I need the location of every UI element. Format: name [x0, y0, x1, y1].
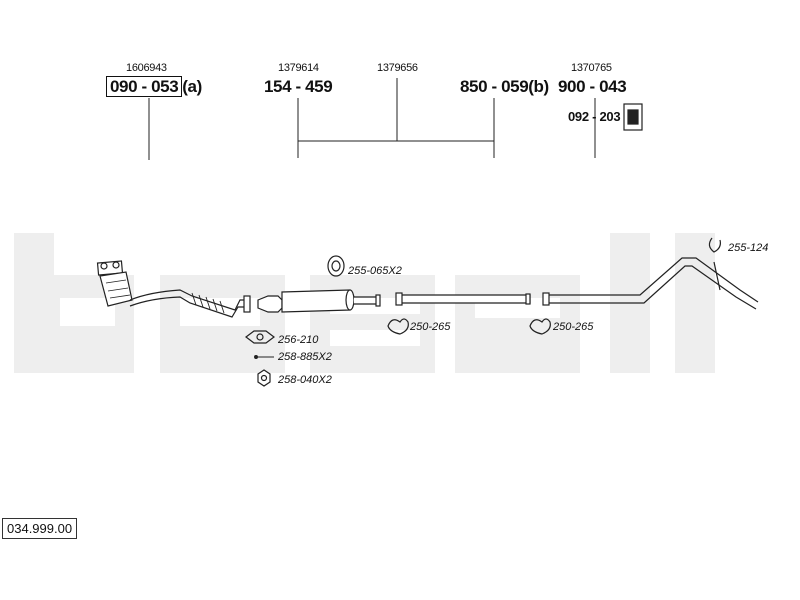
ref-number: 1379614 [278, 62, 319, 74]
middle-silencer [257, 289, 381, 313]
small-part-label: 255-065X2 [348, 265, 402, 277]
small-part-label: 258-885X2 [278, 351, 332, 363]
hanger-ring-icon [708, 237, 721, 291]
catalytic-converter [96, 260, 133, 307]
small-part-label: 258-040X2 [278, 374, 332, 386]
bolt-icon [254, 355, 274, 359]
clamp-icon [387, 318, 409, 335]
part-number: 090 - 053(a) [106, 76, 202, 97]
front-pipe [129, 289, 251, 318]
clamp-icon [529, 318, 551, 335]
small-part-label: 250-265 [553, 321, 594, 333]
ref-number: 1606943 [126, 62, 167, 74]
rubber-hanger-icon [327, 255, 345, 277]
intermediate-pipe [395, 292, 531, 306]
gasket-icon [245, 330, 275, 344]
nut-icon [257, 369, 271, 387]
ref-number: 1370765 [571, 62, 612, 74]
tail-pipe [542, 257, 759, 310]
part-number: 850 - 059(b) [460, 77, 549, 96]
rubber-mount-icon [623, 103, 643, 131]
part-number: 900 - 043 [558, 77, 627, 96]
leader-lines [148, 78, 596, 160]
small-part-label: 250-265 [410, 321, 451, 333]
small-part-label: 255-124 [728, 242, 769, 254]
catalog-code: 034.999.00 [2, 518, 78, 539]
part-number: 092 - 203 [568, 109, 621, 124]
small-part-label: 256-210 [278, 334, 319, 346]
ref-number: 1379656 [377, 62, 418, 74]
part-number: 154 - 459 [264, 77, 333, 96]
